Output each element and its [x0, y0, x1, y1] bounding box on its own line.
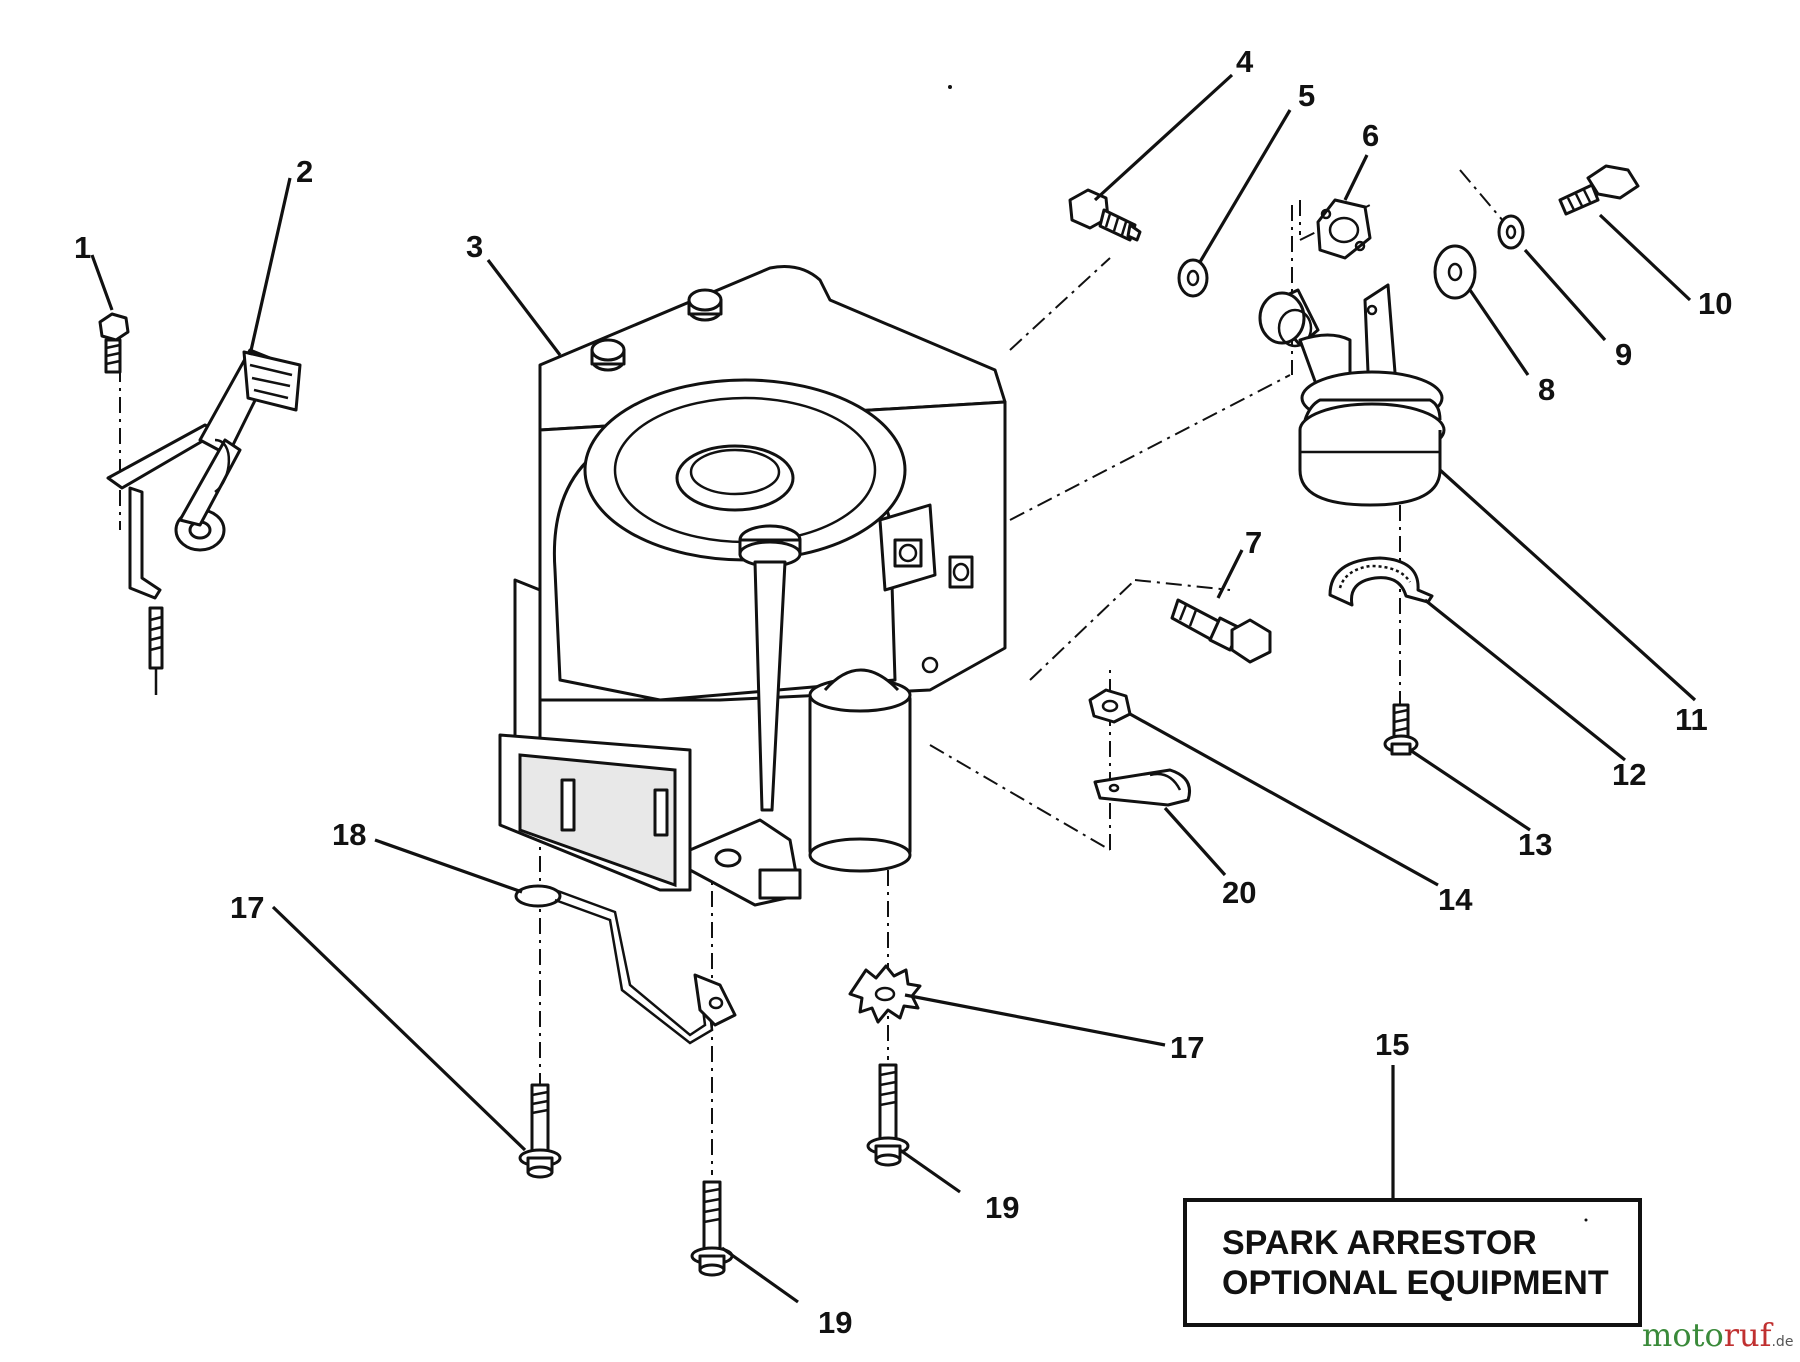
throttle-control-part-2: [106, 348, 302, 695]
bolt-part-19-upper: [866, 1063, 910, 1167]
watermark-logo: motoruf.de: [1642, 1316, 1793, 1354]
bolt-part-1: [98, 312, 130, 374]
watermark-part-1: moto: [1642, 1316, 1724, 1354]
callout-15: 15: [1375, 1027, 1409, 1062]
watermark-suffix: .de: [1771, 1334, 1793, 1350]
callout-3: 3: [466, 229, 483, 264]
clamp-part-20: [1093, 768, 1191, 807]
bolt-part-4: [1068, 188, 1142, 242]
washer-part-9: [1497, 214, 1525, 250]
callout-8: 8: [1538, 372, 1555, 407]
callout-19-right: 19: [985, 1190, 1019, 1225]
callout-1: 1: [74, 230, 91, 265]
callout-6: 6: [1362, 118, 1379, 153]
callout-labels: 1 2 3 4 5 6 7 8 9 10 11 12 13 14 15 17 1…: [74, 44, 1732, 1340]
washer-part-5: [1177, 258, 1209, 298]
callout-17-right: 17: [1170, 1030, 1204, 1065]
speck: [948, 85, 952, 89]
washer-part-8: [1433, 244, 1477, 300]
nut-part-14: [1088, 688, 1132, 724]
bolt-part-10: [1558, 164, 1640, 216]
muffler-part-11: [1258, 283, 1446, 507]
callout-7: 7: [1245, 525, 1262, 560]
note-line-1: SPARK ARRESTOR: [1222, 1224, 1537, 1262]
callout-20: 20: [1222, 875, 1256, 910]
callout-11: 11: [1675, 702, 1708, 737]
watermark-part-2: ruf: [1724, 1316, 1774, 1354]
screen-part-12: [1328, 556, 1434, 607]
callout-2: 2: [296, 154, 313, 189]
screw-part-13: [1383, 703, 1419, 756]
leader-lines: [90, 73, 1697, 1304]
callout-14: 14: [1438, 882, 1473, 917]
callout-18: 18: [332, 817, 366, 852]
note-line-2: OPTIONAL EQUIPMENT: [1222, 1264, 1609, 1302]
callout-4: 4: [1236, 44, 1254, 79]
gasket-part-6: [1316, 198, 1372, 260]
speck: [1584, 1218, 1588, 1222]
callout-19-bottom: 19: [818, 1305, 852, 1340]
note-box: SPARK ARRESTOR OPTIONAL EQUIPMENT: [1183, 1198, 1642, 1327]
star-washer-part-17: [848, 964, 922, 1024]
engine-part-3: [498, 265, 1007, 907]
callout-9: 9: [1615, 337, 1632, 372]
svg-text:motoruf.de: motoruf.de: [1642, 1316, 1793, 1354]
bolt-part-17-left: [518, 1083, 562, 1179]
link-rod-part-18: [514, 884, 737, 1045]
callout-17-left: 17: [230, 890, 264, 925]
callout-12: 12: [1612, 757, 1646, 792]
bolt-part-19-lower: [690, 1180, 734, 1277]
callout-13: 13: [1518, 827, 1552, 862]
callout-10: 10: [1698, 286, 1732, 321]
bolt-part-7: [1170, 598, 1272, 664]
callout-5: 5: [1298, 78, 1315, 113]
